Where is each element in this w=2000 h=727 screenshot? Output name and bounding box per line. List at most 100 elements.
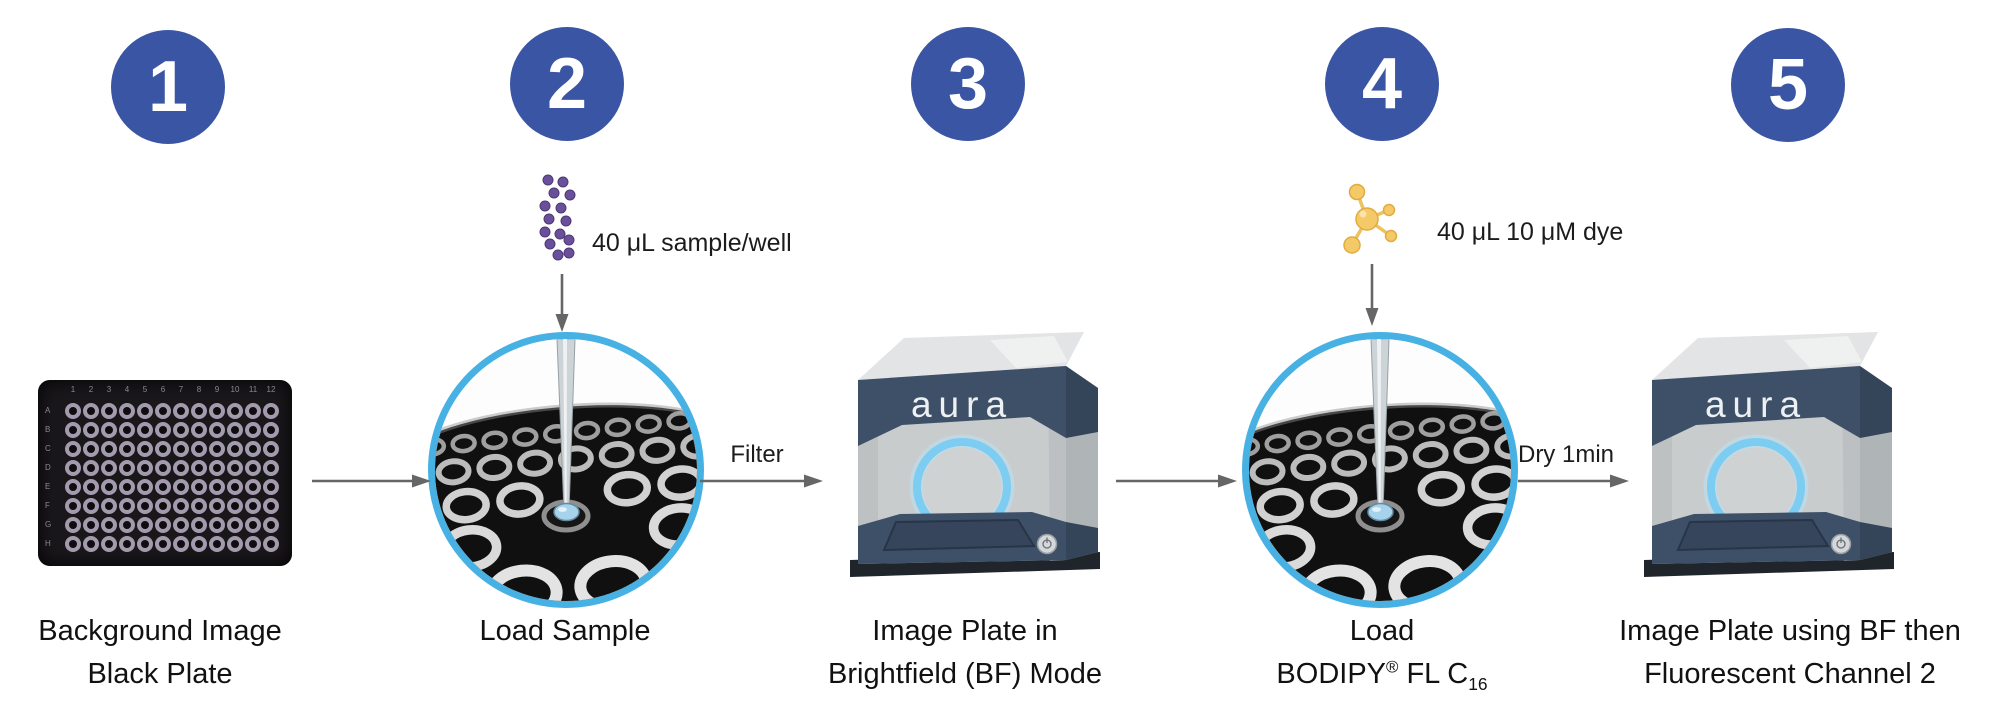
pipette-highlight [563, 339, 567, 511]
chem-suffix: FL C [1398, 658, 1469, 690]
well-ring [1371, 445, 1408, 473]
plate-well [191, 440, 207, 457]
plate-well [119, 497, 135, 514]
well-closeup-2 [428, 332, 704, 608]
plate-well [227, 440, 243, 457]
plate-well [137, 497, 153, 514]
well-ring [663, 545, 697, 601]
plate-well [65, 516, 81, 533]
plate-well [173, 535, 189, 552]
well-ring [604, 417, 632, 438]
step-1-label-line2: Black Plate [87, 658, 233, 690]
plate-well [263, 459, 279, 476]
plate-row-label: H [45, 539, 51, 548]
well-ring [1264, 433, 1291, 454]
step-4-annotation: 40 μL 10 μM dye [1437, 218, 1624, 246]
plate-well [209, 459, 225, 476]
arrow-step3-to-step4 [1116, 474, 1237, 488]
plate-well [155, 440, 171, 457]
well-ring [476, 453, 513, 482]
step-3-label-line1: Image Plate in [872, 615, 1058, 647]
plate-well [227, 478, 243, 495]
plate-well [191, 497, 207, 514]
well-ring [1290, 453, 1327, 482]
droplet-dot [544, 238, 556, 250]
plate-well [119, 459, 135, 476]
dye-molecule-icon [1343, 183, 1398, 254]
plate-well [191, 535, 207, 552]
step-5-label-line2: Fluorescent Channel 2 [1644, 658, 1936, 690]
plate-column-label: 2 [88, 385, 94, 394]
well-ring [1249, 458, 1286, 486]
plate-well [119, 535, 135, 552]
plate-column-label: 4 [124, 385, 130, 394]
tray-slot [882, 518, 1036, 552]
tray-slot [1676, 518, 1830, 552]
plate-well [245, 516, 261, 533]
step-5-badge: 5 [1731, 28, 1845, 142]
plate-column-label: 7 [178, 385, 184, 394]
plate-row-label: F [45, 501, 50, 510]
plate-well [137, 440, 153, 457]
well-ring [1331, 449, 1368, 477]
well-ring [435, 573, 474, 601]
plate-row-label: C [45, 444, 51, 453]
well-ring [603, 470, 651, 507]
plate-well [155, 535, 171, 552]
well-ring [1295, 430, 1322, 451]
droplet-dot [539, 226, 551, 238]
plate-well [191, 478, 207, 495]
plate-well [245, 402, 261, 419]
plate-well [209, 402, 225, 419]
well-ring [1418, 417, 1446, 438]
plate-well [209, 421, 225, 438]
arrow-step2-to-step3 [700, 474, 823, 488]
plate-well [83, 402, 99, 419]
plate-well [155, 516, 171, 533]
plate-well [173, 497, 189, 514]
plate-well [119, 516, 135, 533]
top-glare [990, 336, 1068, 368]
well-ring [481, 430, 508, 451]
droplet-dot [548, 187, 560, 199]
well-ring [1412, 441, 1449, 469]
plate-well [227, 459, 243, 476]
droplet-dot [552, 249, 564, 261]
plate-column-label: 11 [248, 385, 258, 394]
aura-instrument-photo: aura [850, 332, 1100, 577]
pipette-highlight [1377, 339, 1381, 511]
plate-well [191, 402, 207, 419]
plate-well [191, 421, 207, 438]
well-ring [435, 436, 447, 457]
droplet-dot [564, 189, 576, 201]
plate-column-label: 9 [214, 385, 220, 394]
plate-well [263, 516, 279, 533]
plate-well [209, 497, 225, 514]
well-ring [1449, 414, 1476, 434]
bottom-band-side [1066, 522, 1098, 560]
plate-column-label: 12 [266, 385, 276, 394]
droplet-dot [563, 234, 575, 246]
droplet-dots [539, 174, 576, 261]
plate-row-label: A [45, 406, 51, 415]
step-2-label: Load Sample [415, 610, 715, 653]
plate-well [245, 478, 261, 495]
chem-subscript: 16 [1468, 673, 1488, 694]
plate-well [173, 421, 189, 438]
well-plate-closeup-photo [435, 339, 697, 601]
step-5-label: Image Plate using BF then Fluorescent Ch… [1588, 610, 1992, 696]
droplet-dot [554, 228, 566, 240]
plate-well [101, 440, 117, 457]
well-ring [1477, 545, 1511, 601]
plate-column-label: 1 [70, 385, 76, 394]
plate-well [173, 478, 189, 495]
well-ring [1494, 432, 1511, 460]
chem-name: BODIPY [1276, 658, 1387, 690]
connector-label-filter: Filter [730, 441, 784, 468]
plate-well [101, 497, 117, 514]
well-ring [442, 487, 490, 524]
step-3-badge: 3 [911, 27, 1025, 141]
